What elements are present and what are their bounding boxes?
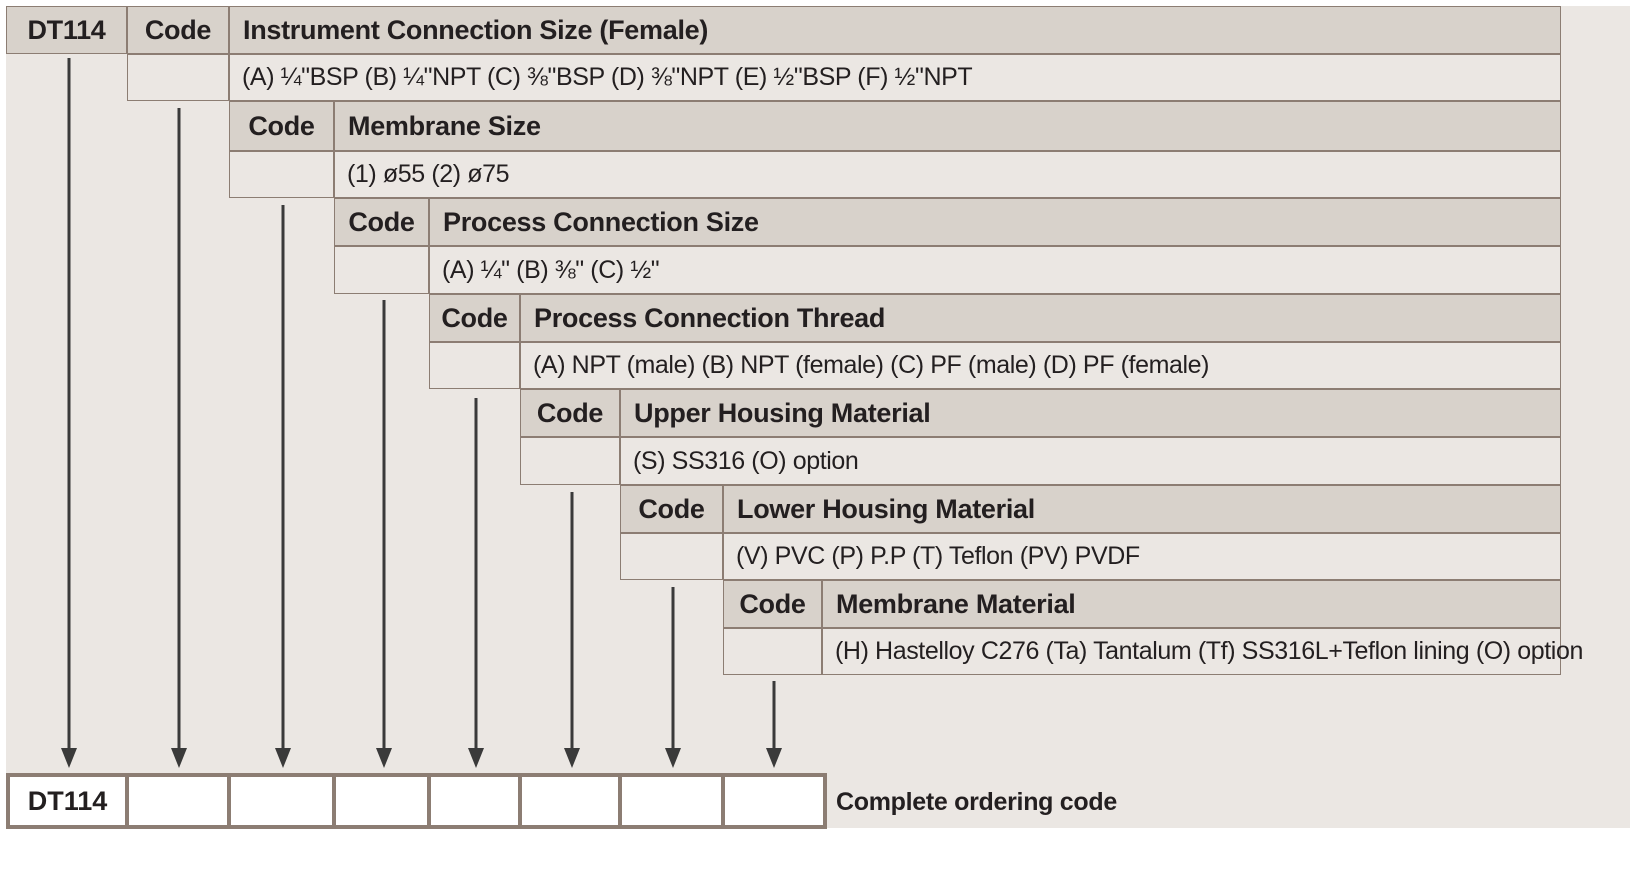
tier-options-cell: (A) NPT (male) (B) NPT (female) (C) PF (… — [520, 342, 1561, 389]
ordering-code-model-cell: DT114 — [10, 777, 125, 825]
tier-options: (A) ¼" (B) ⅜" (C) ½" — [442, 255, 660, 284]
code-header-cell: Code — [620, 485, 723, 533]
ordering-code-blank-cell — [725, 777, 823, 825]
arrow-head — [468, 748, 484, 768]
code-blank-cell — [229, 151, 334, 198]
ordering-code-divider — [125, 777, 129, 825]
ordering-code-blank-cell — [622, 777, 721, 825]
tier-options: (A) NPT (male) (B) NPT (female) (C) PF (… — [533, 351, 1210, 379]
code-label: Code — [638, 493, 705, 524]
tier-title: Process Connection Size — [443, 206, 759, 237]
tier-title: Process Connection Thread — [534, 302, 886, 333]
code-blank-cell — [429, 342, 520, 389]
model-header-cell: DT114 — [6, 6, 127, 54]
tier-options: (A) ¼"BSP (B) ¼"NPT (C) ⅜"BSP (D) ⅜"NPT … — [242, 63, 973, 91]
tier-title: Lower Housing Material — [737, 493, 1035, 524]
model-label: DT114 — [27, 14, 106, 45]
code-blank-cell — [334, 246, 429, 294]
tier-options-cell: (V) PVC (P) P.P (T) Teflon (PV) PVDF — [723, 533, 1561, 580]
code-header-cell: Code — [127, 6, 229, 54]
down-arrow — [665, 587, 681, 768]
down-arrow — [564, 492, 580, 768]
down-arrow — [61, 58, 77, 768]
code-blank-cell — [127, 54, 229, 101]
code-header-cell: Code — [334, 198, 429, 246]
tier-title: Membrane Size — [348, 110, 541, 141]
code-label: Code — [248, 110, 315, 141]
tier-title-cell: Process Connection Thread — [520, 294, 1561, 342]
ordering-code-model: DT114 — [27, 785, 108, 816]
code-label: Code — [536, 397, 604, 428]
arrow-head — [665, 748, 681, 768]
ordering-code-divider — [227, 777, 231, 825]
ordering-code-divider — [427, 777, 431, 825]
down-arrow — [171, 108, 187, 768]
code-blank-cell — [723, 628, 822, 675]
code-header-cell: Code — [520, 389, 620, 437]
arrow-head — [275, 748, 291, 768]
tier-options-cell: (A) ¼" (B) ⅜" (C) ½" — [429, 246, 1561, 294]
tier-title-cell: Process Connection Size — [429, 198, 1561, 246]
down-arrow — [766, 681, 782, 768]
tier-title-cell: Membrane Material — [822, 580, 1561, 628]
tier-title: Upper Housing Material — [634, 397, 931, 428]
tier-options: (S) SS316 (O) option — [633, 446, 859, 475]
ordering-code-blank-cell — [231, 777, 332, 825]
tier-options: (V) PVC (P) P.P (T) Teflon (PV) PVDF — [736, 542, 1140, 570]
ordering-code-divider — [618, 777, 622, 825]
code-label: Code — [739, 588, 806, 619]
code-blank-cell — [520, 437, 620, 485]
tier-options-cell: (H) Hastelloy C276 (Ta) Tantalum (Tf) SS… — [822, 628, 1583, 675]
code-header-cell: Code — [229, 101, 334, 151]
tier-options: (1) ø55 (2) ø75 — [347, 160, 510, 188]
tier-title-cell: Membrane Size — [334, 101, 1561, 151]
arrow-head — [766, 748, 782, 768]
result-label: Complete ordering code — [836, 787, 1117, 816]
tier-options: (H) Hastelloy C276 (Ta) Tantalum (Tf) SS… — [835, 637, 1583, 665]
tier-title-cell: Instrument Connection Size (Female) — [229, 6, 1561, 54]
arrow-head — [61, 748, 77, 768]
tier-options-cell: (A) ¼"BSP (B) ¼"NPT (C) ⅜"BSP (D) ⅜"NPT … — [229, 54, 1561, 101]
tier-title: Instrument Connection Size (Female) — [243, 14, 709, 45]
tier-title: Membrane Material — [836, 588, 1076, 619]
ordering-code-divider — [332, 777, 336, 825]
tier-title-cell: Lower Housing Material — [723, 485, 1561, 533]
ordering-code-blank-cell — [336, 777, 427, 825]
code-label: Code — [441, 302, 508, 333]
down-arrow — [468, 398, 484, 768]
tier-options-cell: (1) ø55 (2) ø75 — [334, 151, 1561, 198]
tier-title-cell: Upper Housing Material — [620, 389, 1561, 437]
ordering-code-blank-cell — [431, 777, 518, 825]
ordering-code-divider — [721, 777, 725, 825]
arrow-head — [376, 748, 392, 768]
arrow-head — [171, 748, 187, 768]
code-header-cell: Code — [429, 294, 520, 342]
down-arrow — [376, 300, 392, 768]
code-header-cell: Code — [723, 580, 822, 628]
result-row-background — [825, 776, 1630, 828]
code-blank-cell — [620, 533, 723, 580]
tier-options-cell: (S) SS316 (O) option — [620, 437, 1561, 485]
arrow-head — [564, 748, 580, 768]
code-label: Code — [348, 206, 415, 237]
ordering-code-divider — [518, 777, 522, 825]
code-label: Code — [144, 14, 212, 45]
ordering-code-blank-cell — [522, 777, 618, 825]
ordering-code-blank-cell — [129, 777, 227, 825]
down-arrow — [275, 205, 291, 768]
